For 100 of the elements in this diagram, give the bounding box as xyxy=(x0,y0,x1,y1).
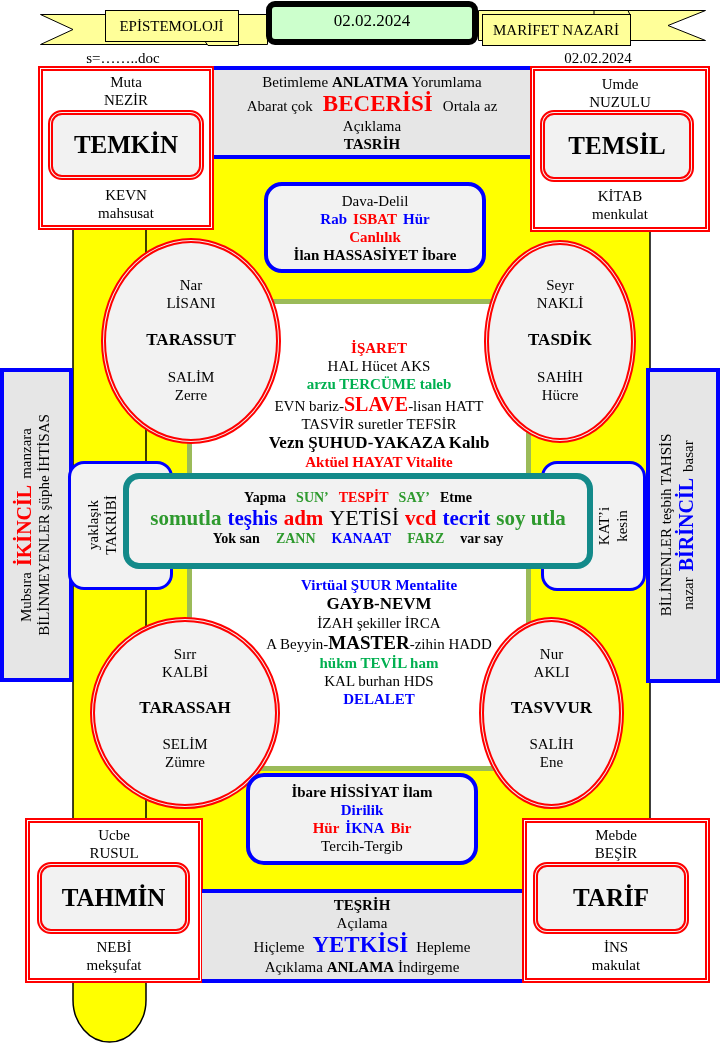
node-text: SALİH Ene xyxy=(529,735,574,771)
node-text: -zihin HADD xyxy=(409,635,492,653)
keyword-text: MASTER xyxy=(328,632,410,654)
node-text: Ortala az xyxy=(442,96,498,115)
node-text: FARZ xyxy=(407,530,445,547)
node-text: Seyr NAKLİ xyxy=(536,276,584,312)
keyword-box xyxy=(37,862,190,934)
node-text: Açılama xyxy=(336,914,388,932)
rounded-box xyxy=(264,182,486,273)
corner-box xyxy=(25,818,203,983)
keyword-text: tecrit xyxy=(442,506,491,530)
note-text: s=……..doc xyxy=(86,51,160,66)
node-text: Hür xyxy=(402,209,430,228)
node-text: Hiçleme xyxy=(253,938,305,956)
node-text: İKNA xyxy=(345,819,385,837)
heading-text: GAYB-NEVM xyxy=(326,594,432,614)
node-text: EVN bariz- xyxy=(274,398,344,415)
node-text: SUN’ xyxy=(296,489,329,506)
node-text: Açıklama ANLAMA İndirgeme xyxy=(264,958,460,976)
node-text: var say xyxy=(460,530,504,547)
text-band xyxy=(214,66,530,159)
node-text: Mubsıra xyxy=(17,571,35,622)
heading-text: TASDİK xyxy=(528,330,592,350)
node-text: İlan HASSASİYET İbare xyxy=(293,245,457,264)
node-text: Mebde BEŞİR xyxy=(594,826,638,862)
heading-text: TARASSAH xyxy=(139,698,231,718)
keyword-text: somutla xyxy=(150,506,222,530)
keyword-box xyxy=(533,862,689,934)
node-text: Umde NUZULU xyxy=(589,75,651,111)
keyword-text: İKİNCİL xyxy=(13,484,35,566)
node-text: ZANN xyxy=(275,530,316,547)
corner-box xyxy=(522,818,710,983)
text-band xyxy=(202,889,522,983)
date-text: 02.02.2024 xyxy=(564,51,632,66)
node-text: Hür xyxy=(312,819,340,837)
keyword-text: YETKİSİ xyxy=(312,932,409,958)
node-text: basar xyxy=(679,440,697,472)
node-text: İNS makulat xyxy=(591,938,641,974)
node-text: arzu TERCÜME taleb xyxy=(306,375,452,393)
node-text: Nur AKLI xyxy=(533,645,570,681)
keyword-text: vcd xyxy=(405,506,437,530)
banner-text: MARİFET NAZARİ xyxy=(493,20,619,39)
date-text: 02.02.2024 xyxy=(333,11,411,31)
node-text: KEVN mahsusat xyxy=(98,186,154,222)
node-text: TASVİR suretler TEFSİR xyxy=(301,415,457,433)
rounded-box xyxy=(246,773,478,865)
node-text: Yapma xyxy=(244,489,287,506)
date-box xyxy=(266,1,478,45)
node-text: Etme xyxy=(440,489,472,506)
node-text: manzara xyxy=(17,428,35,479)
node-text: Virtüal ŞUUR Mentalite xyxy=(300,576,458,594)
keyword-text: adm xyxy=(283,506,324,530)
node-text: DELALET xyxy=(343,690,415,708)
node-text: SELİM Zümre xyxy=(162,735,208,771)
node-text: TASRİH xyxy=(343,134,401,153)
node-text: Açıklama xyxy=(342,116,402,135)
heading-text: TARASSUT xyxy=(146,330,236,350)
keyword-text: TEMKİN xyxy=(73,130,179,160)
node-text: HAL Hücet AKS xyxy=(327,357,431,375)
keyword-text: BECERİSİ xyxy=(322,90,433,117)
keyword-box xyxy=(540,110,694,182)
node-text: Betimleme ANLATMA Yorumlama xyxy=(262,72,482,91)
node-text: Ucbe RUSUL xyxy=(89,826,139,862)
center-banner xyxy=(123,473,593,569)
node-text: SALİM Zerre xyxy=(167,368,215,404)
node-text: TESPİT xyxy=(338,489,389,506)
heading-text: TASVVUR xyxy=(511,698,592,718)
node-text: BİLİNENLER teşbih TAHSİS xyxy=(657,433,675,617)
node-text: Muta NEZİR xyxy=(103,73,149,109)
node-text: Aktüel HAYAT Vitalite xyxy=(305,453,453,471)
node-text: nazar xyxy=(679,577,697,610)
node-text: Sırr KALBİ xyxy=(162,645,208,681)
node-text: Bir xyxy=(390,819,412,837)
keyword-text: TEMSİL xyxy=(568,131,666,161)
side-panel xyxy=(646,368,720,683)
node-text: yaklaşık TAKRİBİ xyxy=(84,495,120,555)
node-text: TEŞRİH xyxy=(333,896,391,914)
node-text: Tercih-Tergib xyxy=(321,837,403,855)
node-text: KİTAB menkulat xyxy=(592,187,648,223)
keyword-text: soy utla xyxy=(496,506,566,530)
ribbon-banner xyxy=(40,10,268,46)
corner-box xyxy=(38,66,214,230)
node-text: Dava-Delil xyxy=(341,191,409,210)
node-text: Yok san xyxy=(212,530,260,547)
heading-text: Vezn ŞUHUD-YAKAZA Kalıb xyxy=(268,433,490,453)
keyword-text: YETİSİ xyxy=(329,506,399,530)
node-text: Abarat çok xyxy=(246,96,313,115)
corner-box xyxy=(530,66,710,232)
node-text: SAHİH Hücre xyxy=(537,368,583,404)
keyword-text: TAHMİN xyxy=(61,883,166,913)
node-text: İZAH şekiller İRCA xyxy=(317,614,441,632)
node-text: SAY’ xyxy=(398,489,430,506)
node-text: A Beyyin- xyxy=(266,635,329,653)
keyword-text: TARİF xyxy=(573,883,649,913)
node-text: KAT’i kesin xyxy=(595,506,631,546)
keyword-text: SLAVE xyxy=(344,393,409,415)
node-text: BİLİNMEYENLER şüphe İHTİSAS xyxy=(35,414,53,636)
node-text: KANAAT xyxy=(331,530,392,547)
banner-text: EPİSTEMOLOJİ xyxy=(119,17,224,35)
node-text: KAL burhan HDS xyxy=(324,672,434,690)
